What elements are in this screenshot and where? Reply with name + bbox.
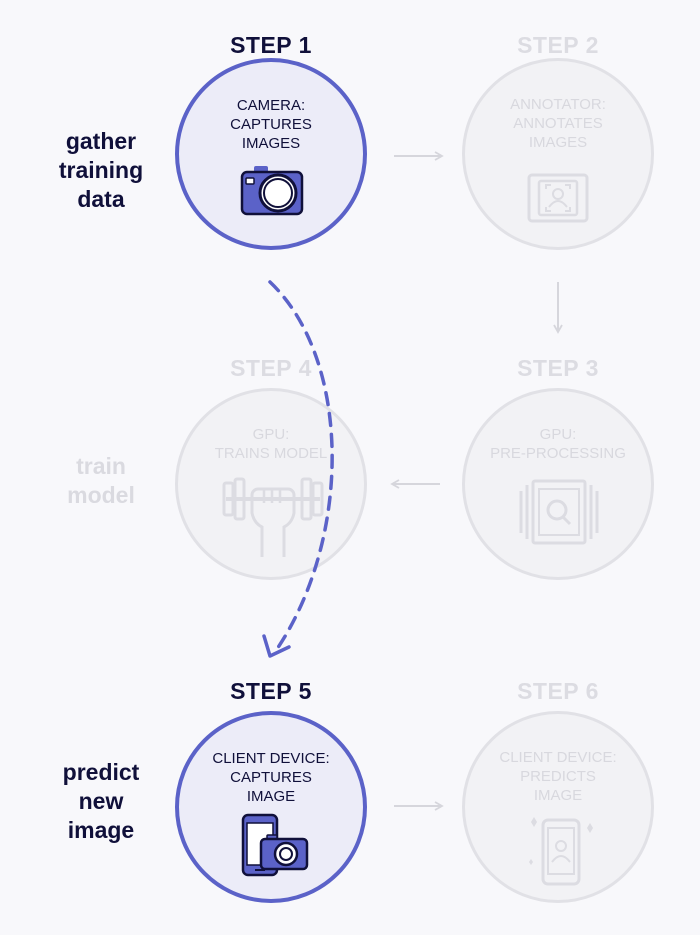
step-1-title: STEP 1 [230,32,312,58]
step-2-title: STEP 2 [517,32,599,58]
step-1-label: CAMERA: CAPTURES IMAGES [230,97,312,152]
step-6-label: CLIENT DEVICE: PREDICTS IMAGE [499,749,617,804]
step-4-title: STEP 4 [230,355,312,381]
step-2-label: ANNOTATOR: ANNOTATES IMAGES [510,96,606,151]
step-3-node: GPU: PRE-PROCESSING [462,388,654,580]
camera-icon [240,166,304,216]
step-5-title: STEP 5 [230,678,312,704]
phase-gather-label: gather training data [58,128,144,212]
step-2-node: ANNOTATOR: ANNOTATES IMAGES [462,58,654,250]
step-4-node: GPU: TRAINS MODEL [175,388,367,580]
step-3-label: GPU: PRE-PROCESSING [490,426,626,462]
step-5-node: CLIENT DEVICE: CAPTURES IMAGE [175,711,367,903]
dashed-arrow-step1-to-step5 [268,280,334,654]
step-6-node: CLIENT DEVICE: PREDICTS IMAGE [462,711,654,903]
gpu-search-icon [519,479,599,545]
phone-predict-icon [529,817,593,886]
step-4-label: GPU: TRAINS MODEL [214,426,328,462]
annotate-frame-icon [527,173,589,223]
step-5-label: CLIENT DEVICE: CAPTURES IMAGE [212,750,330,805]
phase-train-label: train model [67,453,135,508]
step-1-node: CAMERA: CAPTURES IMAGES [175,58,367,250]
dashed-arrow-head [262,634,291,658]
dumbbell-fist-icon [222,477,324,557]
step-6-title: STEP 6 [517,678,599,704]
phone-camera-icon [241,813,309,877]
step-3-title: STEP 3 [517,355,599,381]
phase-predict-label: predict new image [62,759,140,843]
